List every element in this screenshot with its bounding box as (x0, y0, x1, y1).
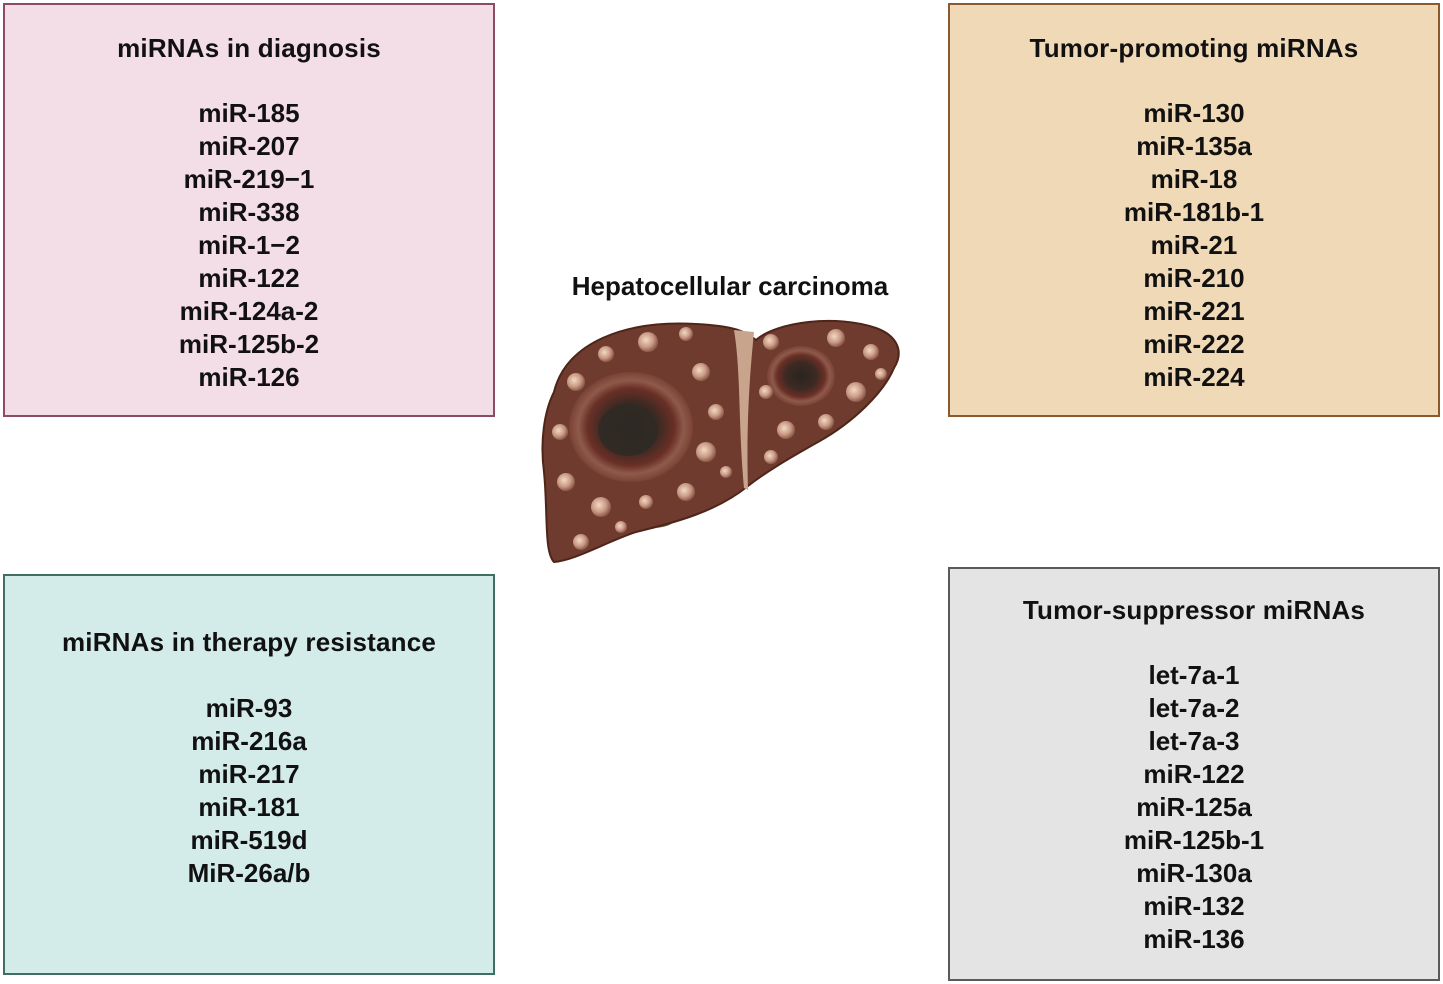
mirna-item: miR-338 (198, 197, 300, 227)
mirna-item: miR-126 (198, 362, 300, 392)
mirna-item: let-7a-3 (1148, 726, 1240, 756)
mirna-item: miR-216a (191, 726, 307, 756)
tumor-suppressor-title: Tumor-suppressor miRNAs (1022, 595, 1366, 625)
ligament-shape (734, 330, 754, 490)
mirna-item: miR-219−1 (183, 164, 315, 194)
mirna-item: let-7a-2 (1148, 693, 1240, 723)
mirna-item: miR-181 (198, 792, 300, 822)
tumor-promoting-list: miR-130 miR-135a miR-18 miR-181b-1 miR-2… (950, 97, 1438, 394)
therapy-resistance-list: miR-93 miR-216a miR-217 miR-181 miR-519d… (5, 692, 493, 890)
mirna-item: miR-124a-2 (179, 296, 319, 326)
mirna-item: miR-221 (1143, 296, 1245, 326)
diagnosis-list: miR-185 miR-207 miR-219−1 miR-338 miR-1−… (5, 97, 493, 394)
therapy-resistance-title: miRNAs in therapy resistance (61, 627, 437, 657)
diagnosis-box: miRNAs in diagnosis miR-185 miR-207 miR-… (3, 3, 495, 417)
mirna-item: miR-224 (1143, 362, 1245, 392)
mirna-item: miR-135a (1136, 131, 1252, 161)
diagnosis-title: miRNAs in diagnosis (117, 33, 381, 63)
mirna-item: miR-207 (198, 131, 300, 161)
mirna-item: let-7a-1 (1148, 660, 1240, 690)
mirna-item: miR-21 (1150, 230, 1238, 260)
mirna-item: miR-93 (205, 693, 293, 723)
liver-illustration (541, 319, 900, 564)
mirna-item: MiR-26a/b (187, 858, 311, 888)
mirna-item: miR-210 (1143, 263, 1245, 293)
mirna-item: miR-18 (1150, 164, 1238, 194)
mirna-item: miR-125b-1 (1123, 825, 1265, 855)
mirna-item: miR-181b-1 (1123, 197, 1265, 227)
nodules-group (552, 327, 887, 550)
mirna-item: miR-1−2 (198, 230, 300, 260)
mirna-item: miR-519d (190, 825, 308, 855)
therapy-resistance-box: miRNAs in therapy resistance miR-93 miR-… (3, 574, 495, 975)
tumor-shape (767, 346, 835, 406)
mirna-item: miR-130a (1136, 858, 1252, 888)
tumor-promoting-title: Tumor-promoting miRNAs (1029, 33, 1359, 63)
mirna-item: miR-136 (1143, 924, 1245, 954)
tumor-promoting-box: Tumor-promoting miRNAs miR-130 miR-135a … (948, 3, 1440, 417)
mirna-item: miR-122 (198, 263, 300, 293)
mirna-item: miR-132 (1143, 891, 1245, 921)
mirna-item: miR-130 (1143, 98, 1245, 128)
hepatocellular-carcinoma-title: Hepatocellular carcinoma (571, 271, 889, 301)
mirna-item: miR-125b-2 (178, 329, 320, 359)
mirna-item: miR-122 (1143, 759, 1245, 789)
mirna-item: miR-185 (198, 98, 300, 128)
mirna-item: miR-222 (1143, 329, 1245, 359)
liver-with-tumors-icon (536, 312, 906, 568)
mirna-item: miR-217 (198, 759, 300, 789)
tumor-suppressor-box: Tumor-suppressor miRNAs let-7a-1 let-7a-… (948, 567, 1440, 981)
mirna-item: miR-125a (1136, 792, 1252, 822)
tumor-core-shape (598, 404, 658, 456)
tumor-suppressor-list: let-7a-1 let-7a-2 let-7a-3 miR-122 miR-1… (950, 659, 1438, 956)
